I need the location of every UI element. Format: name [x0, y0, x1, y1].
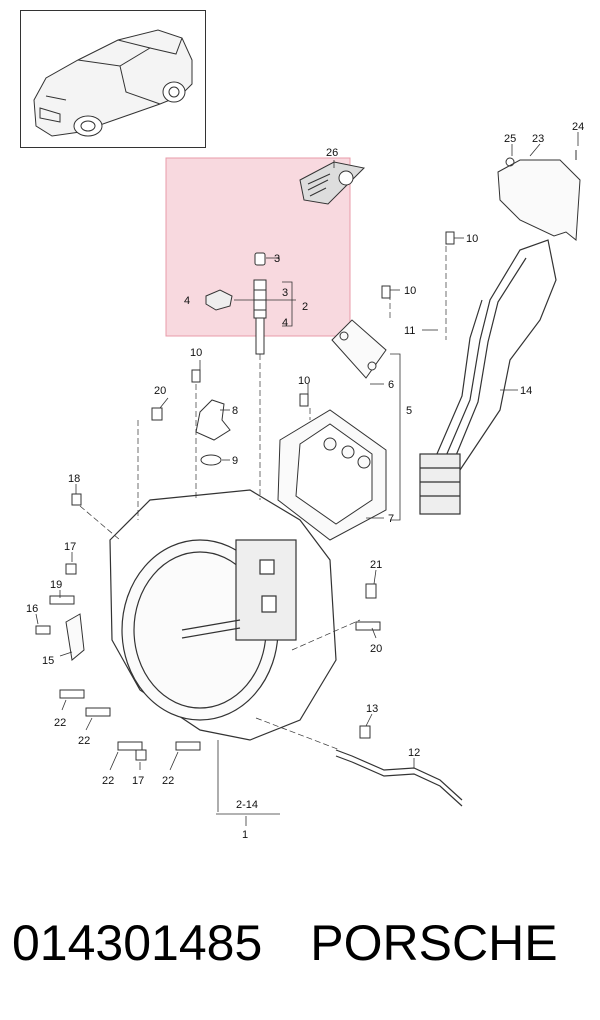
callout-2: 2 [302, 301, 308, 313]
callout-labels: 26 25 23 24 3 3 2 4 4 10 10 10 10 11 6 5… [26, 121, 584, 841]
callout-26: 26 [326, 147, 338, 159]
suv-thumbnail-illustration [33, 29, 193, 137]
brand-name: PORSCHE [310, 915, 558, 971]
callout-23: 23 [532, 133, 544, 145]
callout-10-c: 10 [404, 285, 416, 297]
callout-4-left: 4 [184, 295, 190, 307]
callout-17-a: 17 [64, 541, 76, 553]
callout-22-b: 22 [78, 735, 90, 747]
callout-10-d: 10 [466, 233, 478, 245]
callout-22-a: 22 [54, 717, 66, 729]
callout-22-c: 22 [102, 775, 114, 787]
callout-9: 9 [232, 455, 238, 467]
callout-8: 8 [232, 405, 238, 417]
callout-19: 19 [50, 579, 62, 591]
callout-21: 21 [370, 559, 382, 571]
dashed-assembly-lines [79, 246, 447, 751]
ground-strap-12 [335, 749, 463, 807]
transmission-housing [109, 489, 337, 741]
product-caption: 014301485 PORSCHE [12, 908, 592, 978]
callout-10-a: 10 [190, 347, 202, 359]
callout-13: 13 [366, 703, 378, 715]
callout-10-b: 10 [298, 375, 310, 387]
cable-harness-14 [419, 239, 557, 515]
callout-4: 4 [282, 317, 288, 329]
callout-1: 1 [242, 829, 248, 841]
callout-11: 11 [404, 325, 415, 337]
exploded-parts-diagram: 26 25 23 24 3 3 2 4 4 10 10 10 10 11 6 5… [26, 29, 584, 841]
mounting-bracket-23 [497, 150, 581, 241]
callout-14: 14 [520, 385, 532, 397]
callout-2-14: 2-14 [236, 799, 258, 811]
callout-16: 16 [26, 603, 38, 615]
callout-15: 15 [42, 655, 54, 667]
callout-7: 7 [388, 513, 394, 525]
callout-25: 25 [504, 133, 516, 145]
callout-20-b: 20 [370, 643, 382, 655]
callout-20-a: 20 [154, 385, 166, 397]
callout-3: 3 [282, 287, 288, 299]
label-plate-26 [299, 161, 366, 205]
part-number: 014301485 [12, 915, 263, 971]
callout-12: 12 [408, 747, 420, 759]
bolts-fasteners [35, 231, 455, 761]
callout-22-d: 22 [162, 775, 174, 787]
leader-lines [35, 132, 579, 826]
callout-3-top: 3 [274, 253, 280, 265]
callout-6: 6 [388, 379, 394, 391]
callout-17-b: 17 [132, 775, 144, 787]
cover-gasket-set [277, 319, 387, 541]
callout-5: 5 [406, 405, 412, 417]
callout-18: 18 [68, 473, 80, 485]
callout-24: 24 [572, 121, 584, 133]
